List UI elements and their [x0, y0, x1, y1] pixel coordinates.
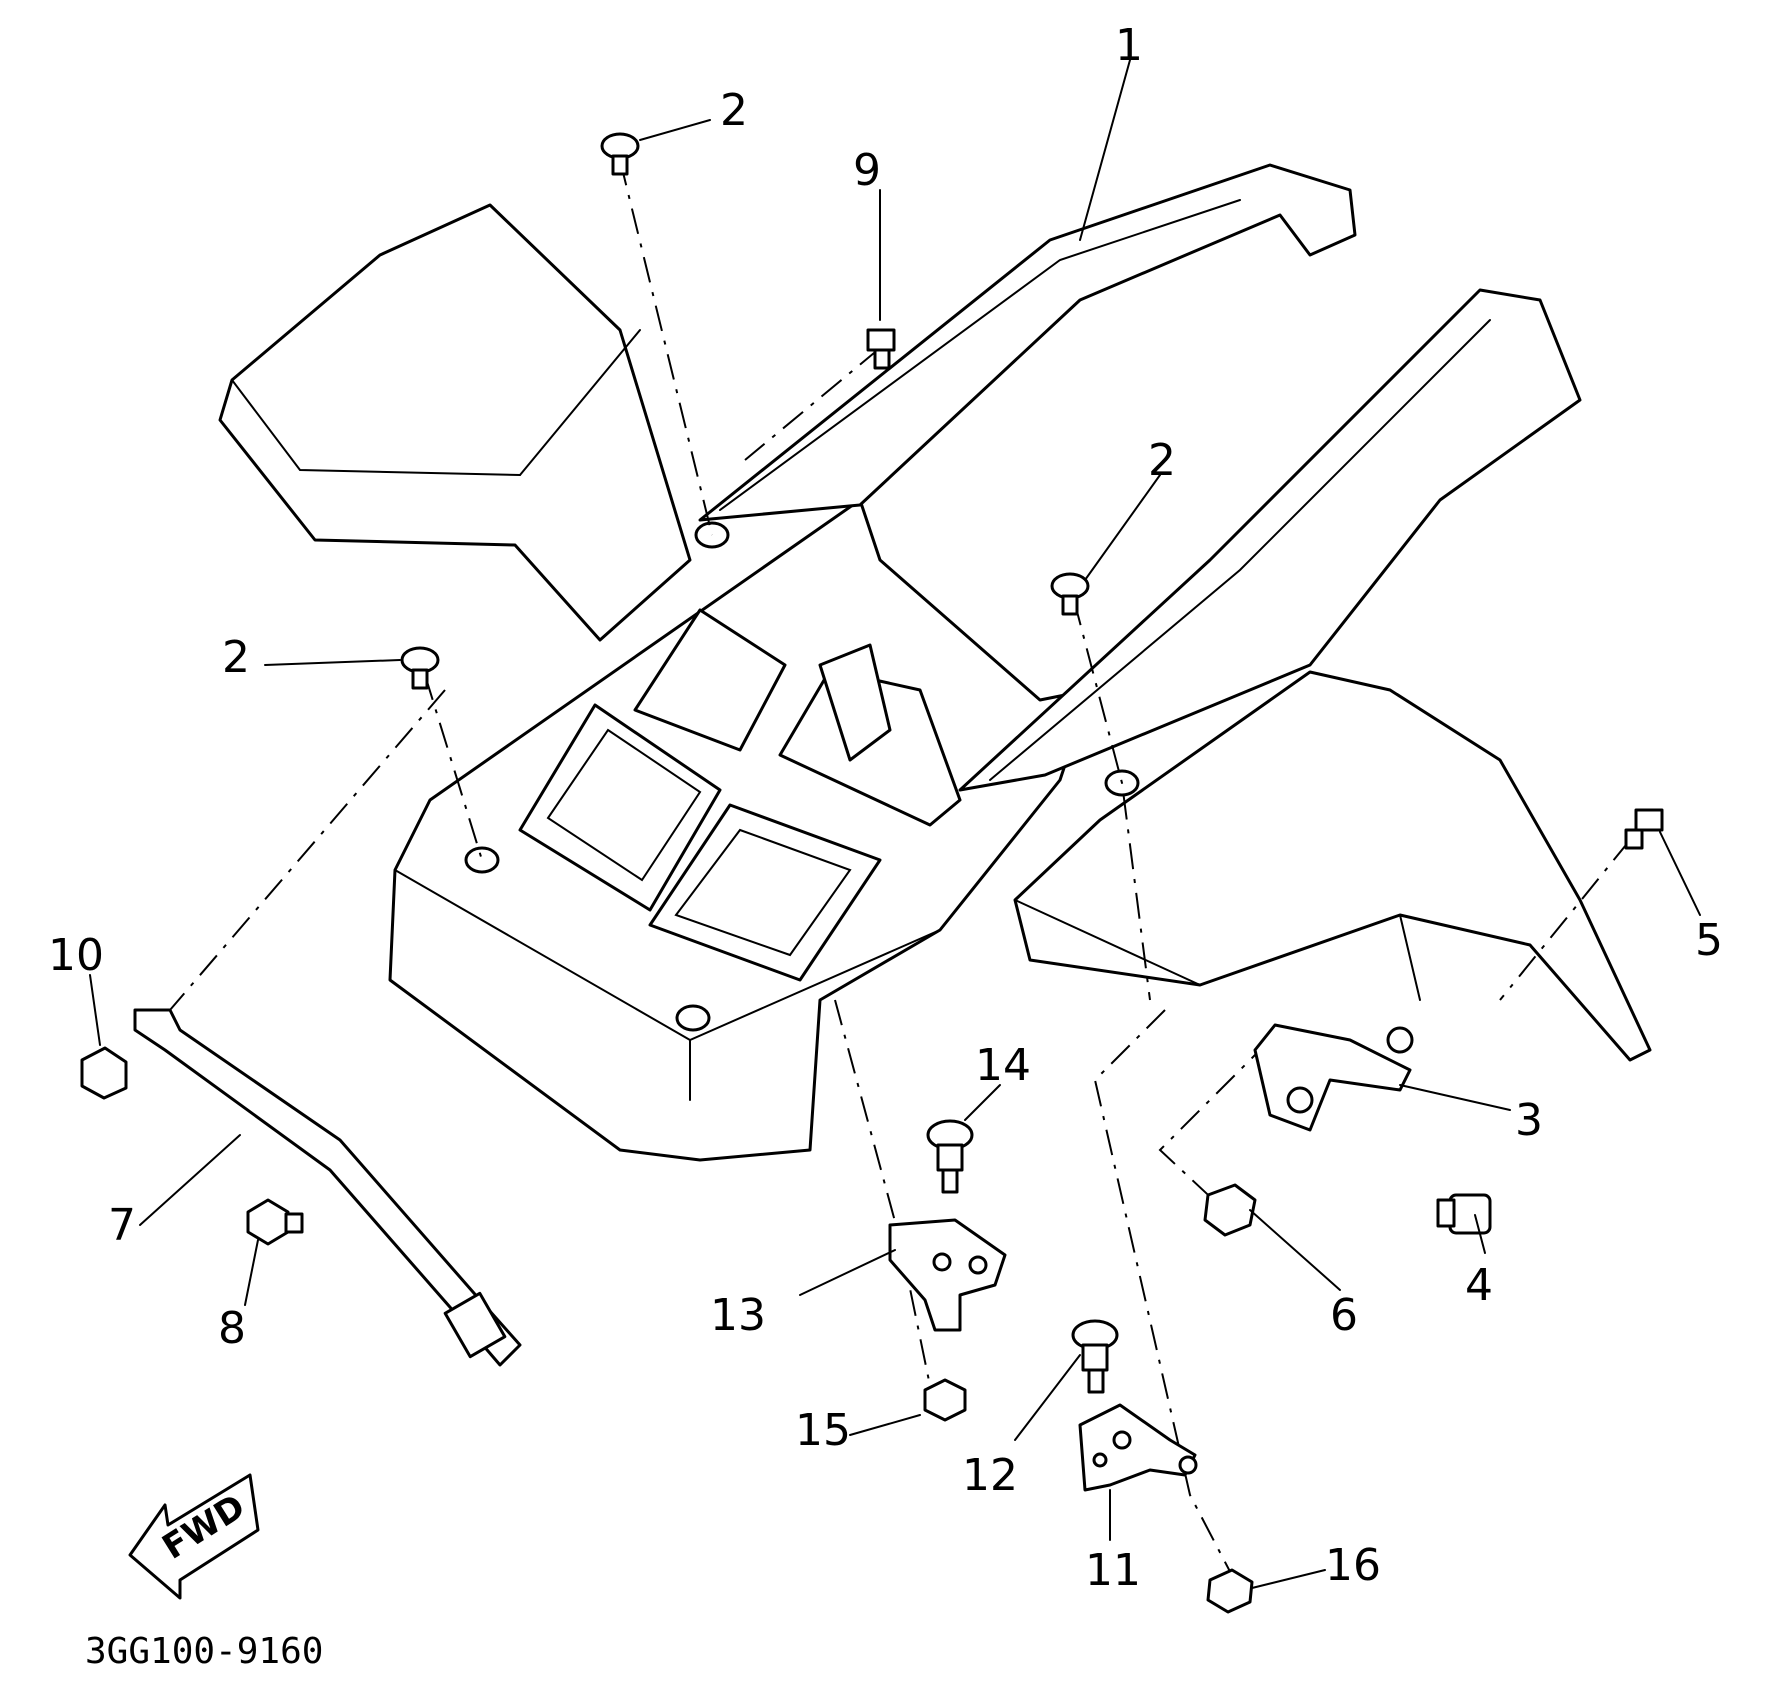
bolt-12 — [1071, 1319, 1119, 1394]
bolt-14 — [926, 1119, 974, 1194]
callout-labels: 1 2 2 2 3 4 5 6 7 8 9 10 11 12 13 14 15 … — [48, 20, 1723, 1596]
callout-11: 11 — [1085, 1545, 1141, 1596]
callout-6: 6 — [1330, 1290, 1358, 1341]
bracket-3 — [1253, 1023, 1414, 1132]
rear-fender — [218, 163, 1652, 1162]
nut-10 — [80, 1046, 128, 1100]
bolt-8 — [246, 1198, 304, 1246]
callout-2a: 2 — [720, 85, 748, 136]
bolt-9 — [866, 328, 896, 370]
callout-9: 9 — [853, 145, 881, 196]
callout-2c: 2 — [1148, 435, 1176, 486]
screw-2-right — [1050, 572, 1090, 616]
nut-16 — [1206, 1568, 1254, 1614]
nut-15 — [923, 1378, 967, 1422]
callout-1: 1 — [1115, 20, 1143, 71]
leader-lines — [89, 59, 1701, 1589]
bracket-13 — [888, 1218, 1007, 1332]
callout-13: 13 — [710, 1290, 766, 1341]
callout-14: 14 — [975, 1040, 1031, 1091]
callout-16: 16 — [1325, 1540, 1381, 1591]
drawing-number: 3GG100-9160 — [85, 1631, 323, 1672]
bolt-4 — [1436, 1193, 1492, 1235]
callout-15: 15 — [795, 1405, 851, 1456]
callout-3: 3 — [1515, 1095, 1543, 1146]
screw-2-left — [400, 646, 440, 690]
callout-8: 8 — [218, 1303, 246, 1354]
callout-12: 12 — [962, 1450, 1018, 1501]
nut-6 — [1203, 1183, 1257, 1237]
callout-5: 5 — [1695, 915, 1723, 966]
callout-10: 10 — [48, 930, 104, 981]
callout-4: 4 — [1465, 1260, 1493, 1311]
forward-direction-arrow: FWD — [128, 1473, 260, 1600]
screw-2-top — [600, 132, 640, 176]
bolt-5 — [1624, 808, 1664, 850]
callout-2b: 2 — [222, 632, 250, 683]
callout-7: 7 — [108, 1200, 136, 1251]
stay-7 — [133, 1008, 522, 1367]
bracket-11 — [1078, 1403, 1198, 1492]
